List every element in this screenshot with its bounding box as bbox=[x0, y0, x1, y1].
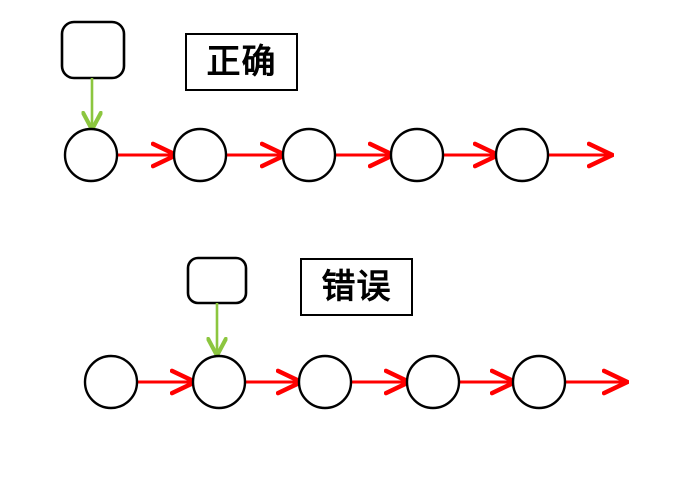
wrong-node-5[interactable] bbox=[511, 354, 567, 410]
correct-node-1[interactable] bbox=[63, 127, 119, 183]
wrong-node-4[interactable] bbox=[405, 354, 461, 410]
label-correct-text: 正确 bbox=[206, 42, 277, 82]
correct-source-box[interactable] bbox=[60, 20, 126, 80]
label-box-correct: 正确 bbox=[185, 33, 298, 91]
correct-node-4[interactable] bbox=[389, 127, 445, 183]
correct-node-3[interactable] bbox=[281, 127, 337, 183]
label-wrong-text: 错误 bbox=[321, 267, 392, 307]
label-box-wrong: 错误 bbox=[300, 258, 413, 316]
wrong-source-box[interactable] bbox=[186, 256, 248, 305]
correct-row-group bbox=[60, 20, 610, 183]
wrong-row-group bbox=[83, 256, 625, 410]
wrong-node-3[interactable] bbox=[297, 354, 353, 410]
correct-node-2[interactable] bbox=[172, 127, 228, 183]
correct-node-5[interactable] bbox=[494, 127, 550, 183]
wrong-node-2[interactable] bbox=[191, 354, 247, 410]
wrong-node-1[interactable] bbox=[83, 354, 139, 410]
